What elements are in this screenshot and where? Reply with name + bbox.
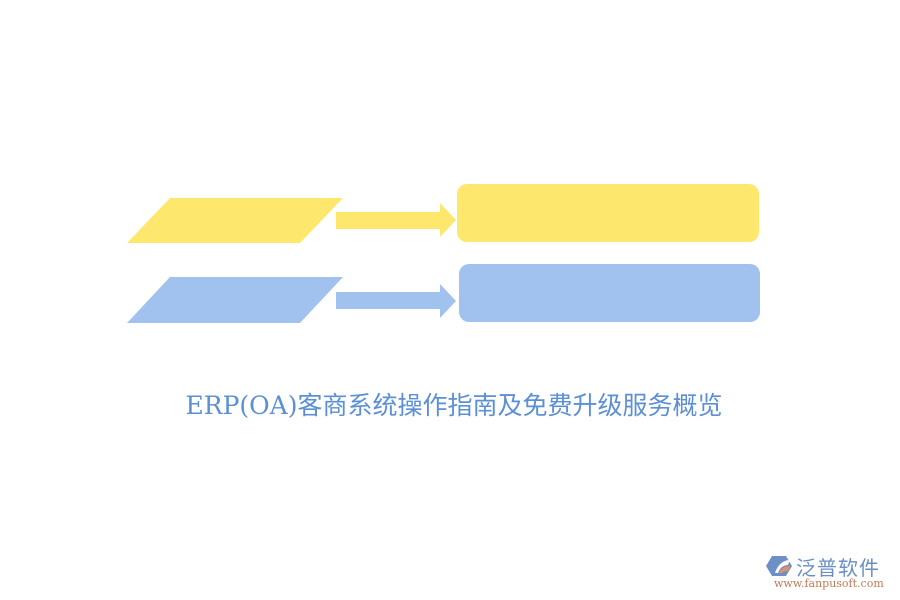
fanpu-logo: 泛普软件 www.fanpusoft.com [766, 552, 896, 592]
arrow-right-icon-1 [336, 203, 456, 237]
logo-url: www.fanpusoft.com [774, 577, 884, 590]
fanpu-logo-icon [766, 556, 792, 576]
arrow-right-icon-2 [336, 284, 456, 318]
diagram-title: ERP(OA)客商系统操作指南及免费升级服务概览 [185, 391, 723, 420]
flow-row-1 [127, 184, 759, 243]
input-parallelogram-2 [127, 277, 343, 323]
output-box-2 [459, 264, 760, 322]
input-parallelogram-1 [127, 198, 343, 243]
output-box-1 [457, 184, 759, 242]
logo-brand-name: 泛普软件 [796, 556, 880, 580]
flow-row-2 [127, 264, 760, 323]
